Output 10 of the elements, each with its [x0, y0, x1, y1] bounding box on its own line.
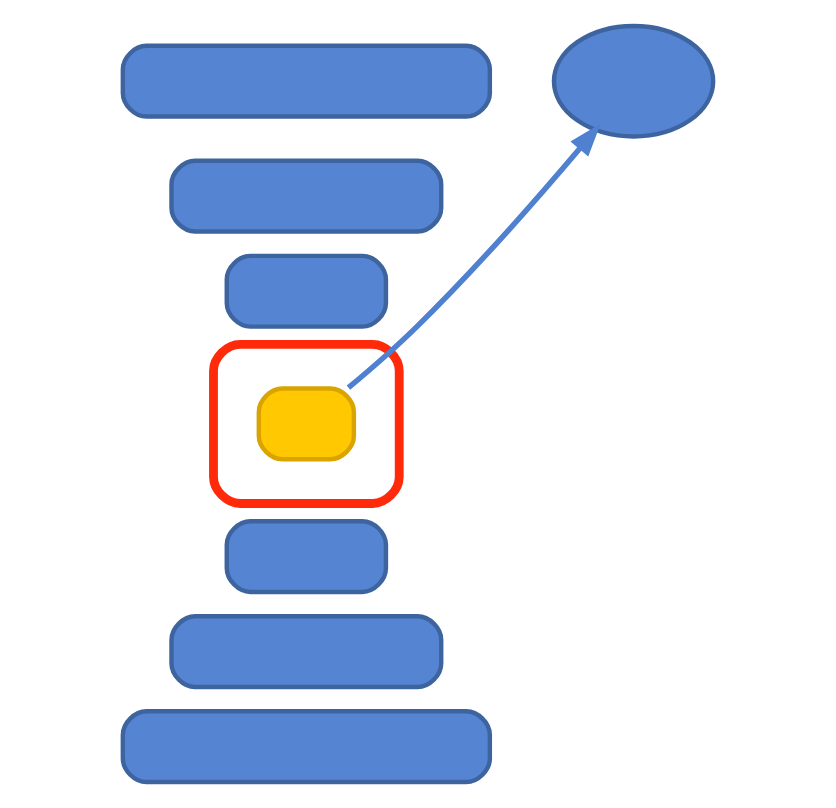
node-box [120, 709, 493, 785]
node-box [169, 158, 444, 234]
node-box [256, 386, 357, 462]
cluster [209, 339, 404, 508]
node-box [120, 43, 493, 119]
arrow [346, 123, 601, 390]
node-box [169, 614, 444, 690]
node-box [224, 253, 389, 329]
node-box [224, 518, 389, 595]
node-circle [551, 23, 716, 139]
